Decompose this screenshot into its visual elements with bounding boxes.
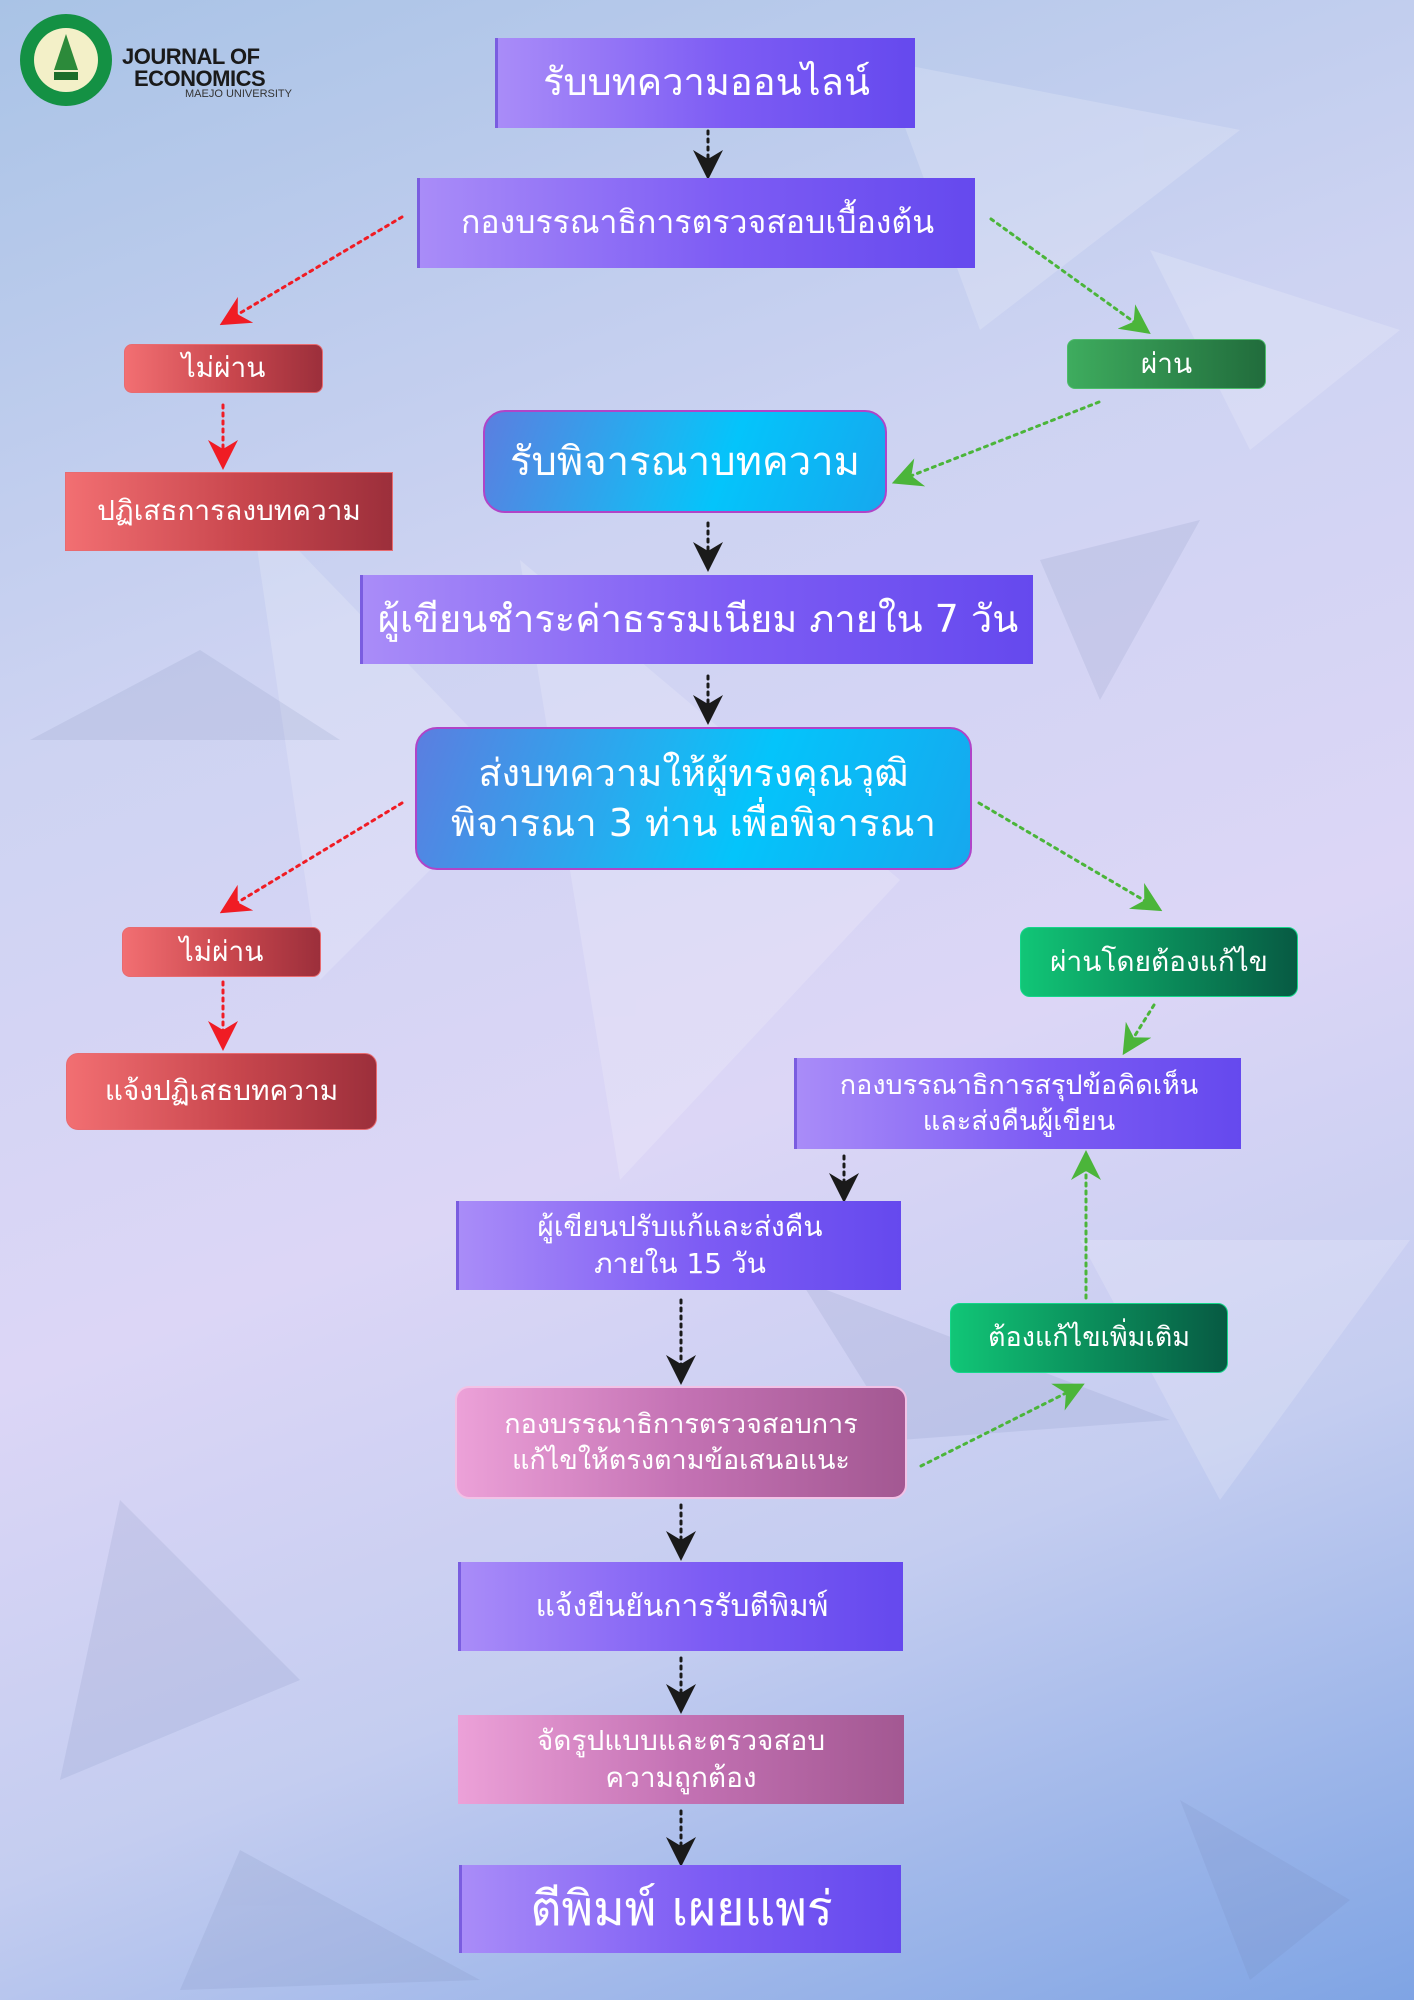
journal-line2: ECONOMICS [134, 66, 266, 91]
step-confirm-acceptance: แจ้งยืนยันการรับตีพิมพ์ [458, 1562, 903, 1651]
result-more-revision: ต้องแก้ไขเพิ่มเติม [950, 1303, 1228, 1373]
step-summarize-comments: กองบรรณาธิการสรุปข้อคิดเห็น และส่งคืนผู้… [794, 1058, 1241, 1149]
arrow-green [989, 217, 1151, 335]
step-reject-publish: ปฏิเสธการลงบทความ [65, 472, 393, 551]
journal-line1: JOURNAL OF [122, 44, 260, 69]
result-fail-review: ไม่ผ่าน [122, 927, 321, 977]
result-fail-initial: ไม่ผ่าน [124, 344, 323, 393]
result-pass-with-revision: ผ่านโดยต้องแก้ไข [1020, 927, 1298, 997]
arrow-green [1122, 1003, 1156, 1056]
step-notify-reject: แจ้งปฏิเสธบทความ [66, 1053, 377, 1130]
step-send-reviewers: ส่งบทความให้ผู้ทรงคุณวุฒิ พิจารณา 3 ท่าน… [415, 727, 972, 870]
step-pay-fee: ผู้เขียนชำระค่าธรรมเนียม ภายใน 7 วัน [360, 575, 1033, 664]
result-pass-initial: ผ่าน [1067, 339, 1266, 389]
journal-subtitle: MAEJO UNIVERSITY [185, 88, 292, 100]
arrow-green [977, 801, 1163, 912]
step-check-revision: กองบรรณาธิการตรวจสอบการ แก้ไขให้ตรงตามข้… [455, 1386, 907, 1499]
step-accept-review: รับพิจารณาบทความ [483, 410, 887, 513]
step-initial-check: กองบรรณาธิการตรวจสอบเบื้องต้น [417, 178, 975, 268]
maejo-university-logo [20, 14, 112, 106]
step-receive-online: รับบทความออนไลน์ [495, 38, 915, 128]
arrow-green [919, 1383, 1085, 1468]
step-publish: ตีพิมพ์ เผยแพร่ [459, 1865, 901, 1953]
step-author-revise: ผู้เขียนปรับแก้และส่งคืน ภายใน 15 วัน [456, 1201, 901, 1290]
arrow-red [219, 215, 404, 326]
arrow-red [219, 801, 404, 914]
step-format-check: จัดรูปแบบและตรวจสอบ ความถูกต้อง [458, 1715, 904, 1804]
arrow-green [891, 400, 1101, 487]
